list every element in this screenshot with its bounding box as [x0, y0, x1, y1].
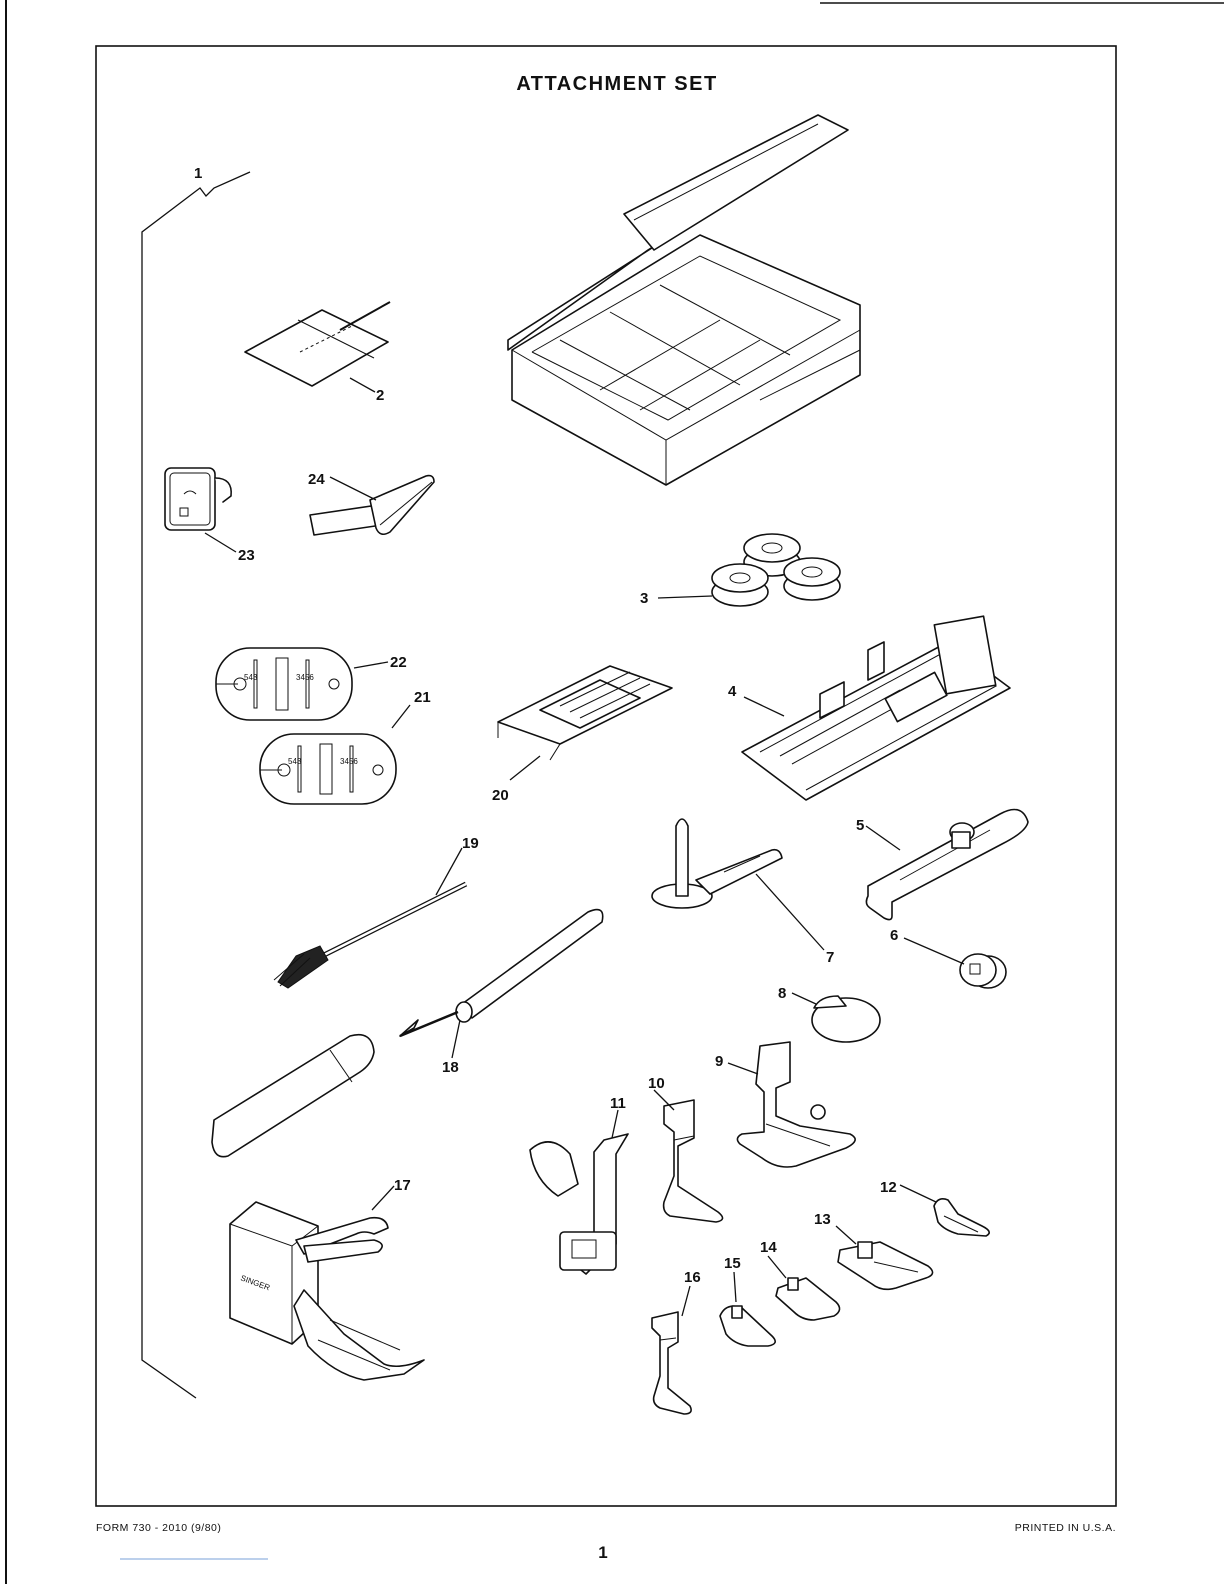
presser-foot-15: 15 [720, 1255, 775, 1346]
callout-16: 16 [684, 1269, 701, 1286]
callout-20: 20 [492, 787, 509, 804]
bobbins: 3 [640, 534, 840, 607]
needle-pack: 2 [245, 302, 390, 404]
presser-foot-9: 9 [715, 1042, 855, 1167]
plate-scale-right-2: 3456 [340, 757, 358, 766]
callout-14: 14 [760, 1239, 777, 1256]
callout-2: 2 [376, 387, 384, 404]
callout-13: 13 [814, 1211, 831, 1228]
spool-cap: 6 [890, 927, 1006, 988]
page-number: 1 [598, 1543, 607, 1562]
item-1-bracket: 1 [142, 165, 250, 1398]
seam-guide: 5 [856, 810, 1028, 920]
callout-4: 4 [728, 683, 737, 700]
zipper-foot: 12 [880, 1179, 989, 1236]
seam-ripper: 18 [400, 910, 603, 1076]
callout-1: 1 [194, 165, 202, 182]
printed-in: PRINTED IN U.S.A. [1015, 1522, 1116, 1534]
throat-plate-upper: 543 3456 22 [216, 648, 407, 720]
callout-3: 3 [640, 590, 648, 607]
lint-brush: 19 [274, 835, 479, 988]
accessory-box [508, 115, 860, 485]
callout-10: 10 [648, 1075, 665, 1092]
needle-case: 20 [492, 666, 672, 804]
plate-scale-left-2: 543 [288, 757, 302, 766]
diagram-title: ATTACHMENT SET [516, 73, 717, 95]
callout-19: 19 [462, 835, 479, 852]
callout-9: 9 [715, 1053, 723, 1070]
callout-24: 24 [308, 471, 325, 488]
callout-8: 8 [778, 985, 786, 1002]
seam-ripper-cap [212, 1035, 374, 1157]
callout-12: 12 [880, 1179, 897, 1196]
presser-foot-10: 10 [648, 1075, 723, 1222]
callout-11: 11 [610, 1095, 626, 1112]
callout-5: 5 [856, 817, 864, 834]
callout-6: 6 [890, 927, 898, 944]
callout-23: 23 [238, 547, 255, 564]
plate-scale-left: 543 [244, 673, 258, 682]
callout-18: 18 [442, 1059, 459, 1076]
presser-foot-16: 16 [652, 1269, 701, 1414]
plate-scale-right: 3456 [296, 673, 314, 682]
feed-cover-plate: 23 [165, 468, 255, 564]
callout-17: 17 [394, 1177, 411, 1194]
callout-21: 21 [414, 689, 431, 706]
callout-15: 15 [724, 1255, 741, 1272]
bobbin-cover-plate: 8 [778, 985, 880, 1042]
form-number: FORM 730 - 2010 (9/80) [96, 1522, 221, 1534]
presser-foot-14: 14 [760, 1239, 840, 1320]
callout-7: 7 [826, 949, 834, 966]
presser-foot-13: 13 [814, 1211, 933, 1289]
callout-22: 22 [390, 654, 407, 671]
even-feed-foot: SINGER 17 [230, 1177, 424, 1380]
presser-foot-11: 11 [530, 1095, 628, 1274]
buttonholer: 4 [728, 616, 1010, 800]
quilting-guide-clip: 24 [308, 471, 434, 535]
spool-pin-holder: 7 [652, 819, 834, 966]
